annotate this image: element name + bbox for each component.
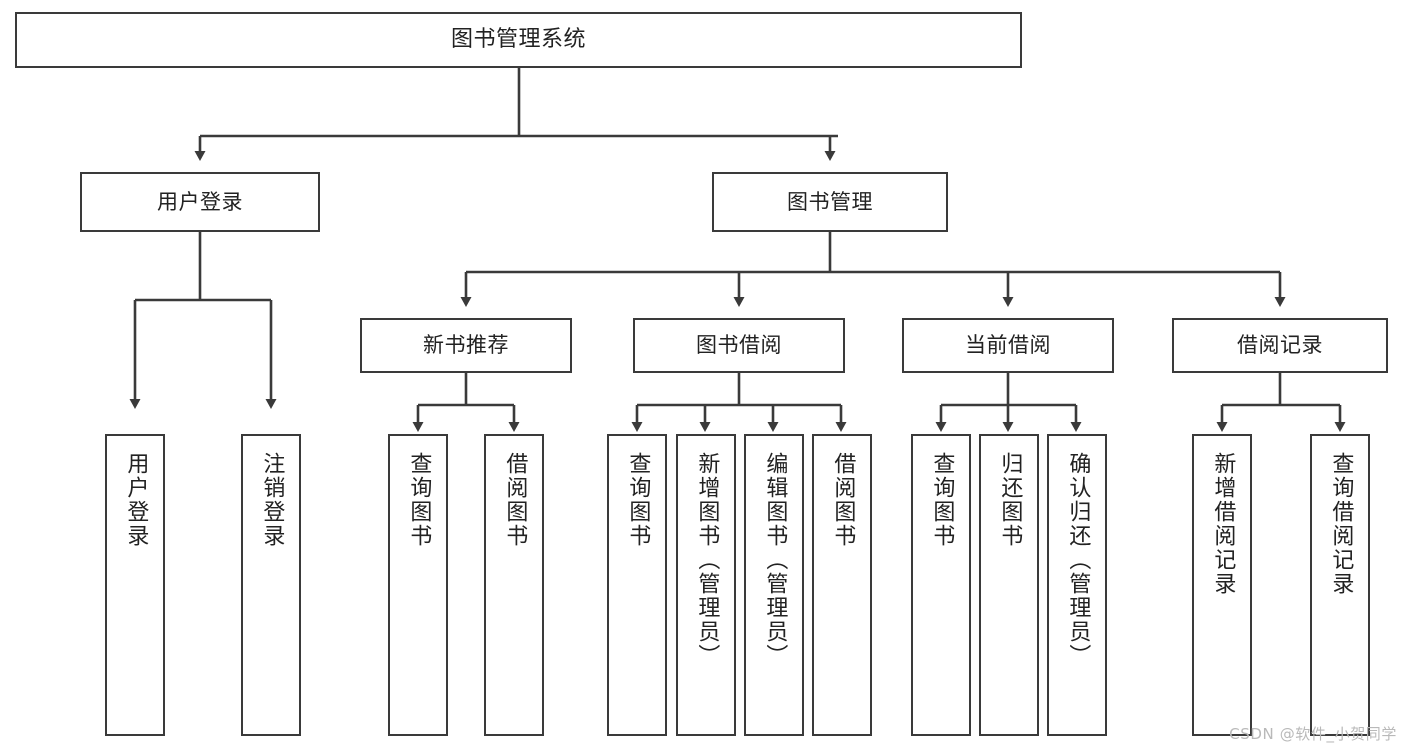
node-current-borrow[interactable]: 当前借阅 — [902, 318, 1114, 373]
node-root-system[interactable]: 图书管理系统 — [15, 12, 1022, 68]
leaf-query-book-current-label: 查询图书 — [929, 452, 955, 548]
leaf-edit-book[interactable]: 编辑图书（管理员） — [744, 434, 804, 736]
leaf-logout-login-label: 注销登录 — [259, 452, 285, 548]
node-borrow-record-label: 借阅记录 — [1237, 333, 1323, 358]
leaf-borrow-book-borrow[interactable]: 借阅图书 — [812, 434, 872, 736]
leaf-confirm-return-label: 确认归还（管理员） — [1065, 452, 1091, 668]
node-user-login-label: 用户登录 — [157, 189, 243, 214]
node-new-book-recommend[interactable]: 新书推荐 — [360, 318, 572, 373]
node-book-manage[interactable]: 图书管理 — [712, 172, 948, 232]
leaf-query-book-borrow[interactable]: 查询图书 — [607, 434, 667, 736]
leaf-add-borrow-record[interactable]: 新增借阅记录 — [1192, 434, 1252, 736]
leaf-borrow-book-recommend-label: 借阅图书 — [502, 452, 528, 548]
node-book-manage-label: 图书管理 — [787, 189, 873, 214]
leaf-logout-login[interactable]: 注销登录 — [241, 434, 301, 736]
node-root-label: 图书管理系统 — [450, 27, 586, 53]
leaf-edit-book-label: 编辑图书（管理员） — [762, 452, 788, 668]
leaf-borrow-book-recommend[interactable]: 借阅图书 — [484, 434, 544, 736]
leaf-borrow-book-borrow-label: 借阅图书 — [830, 452, 856, 548]
leaf-return-book[interactable]: 归还图书 — [979, 434, 1039, 736]
leaf-query-borrow-record-label: 查询借阅记录 — [1328, 452, 1354, 596]
node-new-book-recommend-label: 新书推荐 — [423, 333, 509, 358]
leaf-confirm-return[interactable]: 确认归还（管理员） — [1047, 434, 1107, 736]
leaf-add-borrow-record-label: 新增借阅记录 — [1210, 452, 1236, 596]
leaf-query-book-recommend-label: 查询图书 — [406, 452, 432, 548]
node-book-borrow[interactable]: 图书借阅 — [633, 318, 845, 373]
leaf-query-book-recommend[interactable]: 查询图书 — [388, 434, 448, 736]
leaf-return-book-label: 归还图书 — [997, 452, 1023, 548]
node-book-borrow-label: 图书借阅 — [696, 333, 782, 358]
watermark-text: CSDN @软件_小贺同学 — [1229, 725, 1397, 743]
leaf-user-login-label: 用户登录 — [123, 452, 149, 548]
node-user-login[interactable]: 用户登录 — [80, 172, 320, 232]
leaf-user-login[interactable]: 用户登录 — [105, 434, 165, 736]
leaf-add-book[interactable]: 新增图书（管理员） — [676, 434, 736, 736]
leaf-query-book-borrow-label: 查询图书 — [625, 452, 651, 548]
leaf-add-book-label: 新增图书（管理员） — [694, 452, 720, 668]
leaf-query-borrow-record[interactable]: 查询借阅记录 — [1310, 434, 1370, 736]
node-current-borrow-label: 当前借阅 — [965, 333, 1051, 358]
node-borrow-record[interactable]: 借阅记录 — [1172, 318, 1388, 373]
leaf-query-book-current[interactable]: 查询图书 — [911, 434, 971, 736]
